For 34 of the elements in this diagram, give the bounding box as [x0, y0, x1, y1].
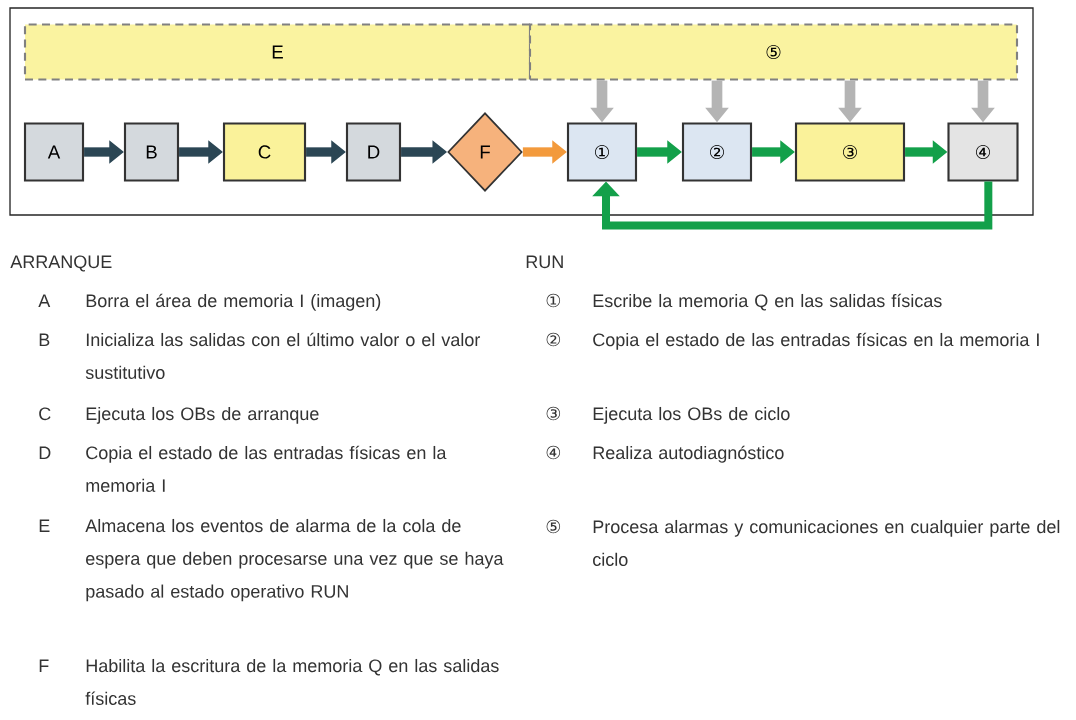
dashed-band: E [23, 23, 532, 81]
item-description: Inicializa las salidas con el último valor o el valor sustitutivo [85, 332, 480, 379]
item-description: Copia el estado de las entradas físicas en la memoria I [593, 332, 1039, 350]
item-key: E [39, 519, 50, 532]
item-key: F [39, 659, 49, 672]
item-key: D [39, 446, 51, 459]
item-description: Copia el estado de las entradas físicas en la memoria I [86, 445, 447, 492]
item-key: ③ [546, 406, 561, 421]
item-key: ② [546, 332, 561, 347]
process-box: ③ [794, 122, 906, 182]
item-description: Procesa alarmas y comunicaciones en cualquier parte del ciclo [593, 519, 1060, 566]
dashed-band: ⑤ [528, 23, 1019, 81]
item-description: Habilita la escritura de la memoria Q en las salidas físicas [85, 658, 499, 705]
section-heading: ARRANQUE [10, 255, 112, 272]
item-description: Borra el área de memoria I (imagen) [86, 293, 381, 311]
process-box: ① [566, 122, 638, 182]
item-key: B [39, 333, 50, 346]
item-description: Almacena los eventos de alarma de la cola de espera que deben procesarse una vez que se haya pasado al estado operativo RUN [85, 518, 504, 602]
section-heading: RUN [526, 255, 563, 269]
item-description: Escribe la memoria Q en las salidas físicas [593, 293, 942, 311]
process-box: ② [681, 122, 753, 182]
process-box: D [345, 122, 402, 182]
item-key: ⑤ [546, 519, 561, 534]
process-box: A [23, 122, 85, 182]
item-key: A [38, 294, 51, 307]
item-description: Realiza autodiagnóstico [593, 445, 784, 463]
process-box: C [222, 122, 307, 182]
item-key: ① [546, 293, 561, 308]
item-description: Ejecuta los OBs de arranque [86, 406, 319, 424]
item-key: ④ [546, 445, 561, 460]
process-box: ④ [947, 122, 1019, 182]
process-box: B [123, 122, 180, 182]
item-key: C [39, 407, 51, 421]
item-description: Ejecuta los OBs de ciclo [593, 406, 790, 424]
